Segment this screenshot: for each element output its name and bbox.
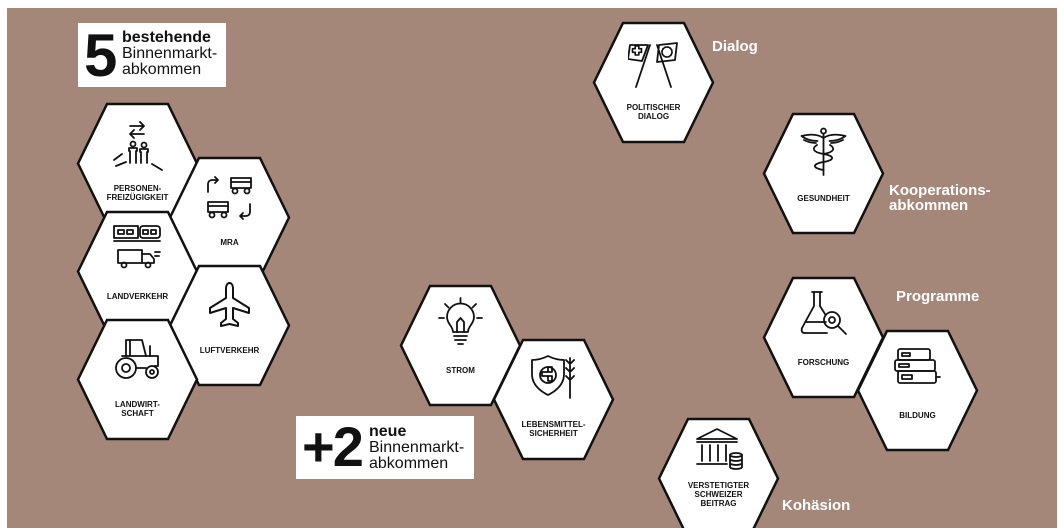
hex-label: LANDVERKEHR [106, 292, 169, 301]
kooperation-line-2: abkommen [889, 197, 969, 214]
hex-label: LUFTVERKEHR [199, 346, 260, 355]
hex-label: LEBENSMITTEL-SICHERHEIT [521, 420, 586, 438]
hex-forschung: FORSCHUNG [762, 276, 885, 399]
bank-coins-icon [696, 428, 743, 470]
new-bold-text: neue [369, 423, 407, 440]
hex-bildung: BILDUNG [856, 329, 979, 452]
new-agreements-label: +2 neue Binnenmarkt- abkommen [296, 416, 474, 479]
people-crossing-border-icon [113, 121, 163, 171]
caduceus-icon [800, 127, 847, 176]
hex-label: GESUNDHEIT [797, 194, 850, 203]
section-label-programme: Programme [896, 288, 980, 305]
kooperation-line-1: Kooperations- [889, 182, 991, 199]
new-line-1: Binnenmarkt- [369, 439, 465, 456]
flask-magnifier-icon [800, 291, 847, 335]
section-label-kooperation: Kooperations- abkommen [889, 183, 991, 213]
hex-strom: STROM [399, 284, 522, 407]
swiss-eu-flags-icon [628, 42, 678, 88]
section-label-kohaesion: Kohäsion [782, 497, 851, 514]
existing-bold-text: bestehende [122, 29, 211, 46]
infographic-canvas: 5 bestehende Binnenmarkt- abkommen +2 ne… [7, 8, 1057, 528]
food-trucks-exchange-icon [207, 176, 252, 220]
existing-line-2: abkommen [122, 61, 202, 78]
existing-agreements-label: 5 bestehende Binnenmarkt- abkommen [78, 23, 226, 87]
hex-label: LANDWIRT-SCHAFT [115, 400, 160, 418]
train-and-truck-icon [113, 225, 161, 269]
hex-mra: MRA [168, 156, 291, 279]
airplane-icon [209, 282, 250, 327]
hex-label: PERSONEN-FREIZÜGIGKEIT [106, 184, 169, 202]
hex-landverkehr: LANDVERKEHR [76, 210, 199, 333]
books-icon [894, 348, 941, 384]
existing-line-1: Binnenmarkt- [122, 45, 218, 62]
section-label-dialog: Dialog [712, 38, 758, 55]
hex-gesundheit: GESUNDHEIT [762, 112, 885, 235]
hex-label: MRA [220, 238, 239, 247]
hex-label: FORSCHUNG [797, 358, 850, 367]
new-count: +2 [302, 415, 364, 478]
hex-lebensmittelsicherheit: LEBENSMITTEL-SICHERHEIT [492, 338, 615, 461]
light-bulb-icon [438, 297, 483, 345]
hex-label: BILDUNG [899, 411, 936, 420]
hex-label: STROM [446, 366, 475, 375]
new-line-2: abkommen [369, 455, 449, 472]
shield-wheat-icon [531, 355, 575, 399]
hex-landwirtschaft: LANDWIRT-SCHAFT [76, 318, 199, 441]
existing-count: 5 [84, 22, 118, 89]
tractor-icon [115, 339, 159, 379]
